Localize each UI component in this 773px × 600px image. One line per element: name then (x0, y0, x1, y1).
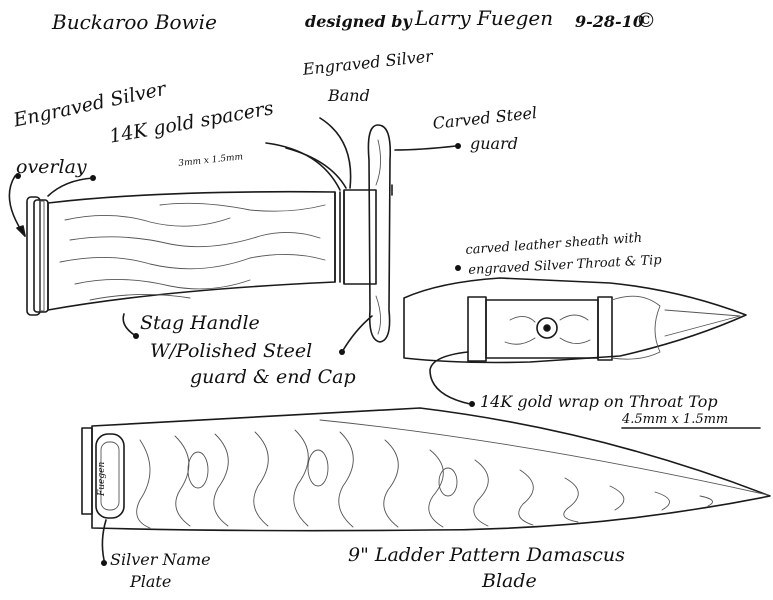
knife-handle-drawing (26, 124, 393, 343)
carved-panel (485, 299, 599, 359)
label-gold-wrap: 14K gold wrap on Throat Top (480, 392, 718, 411)
label-name-plate: Silver Name (110, 550, 211, 569)
label-blade-pattern: 9" Ladder Pattern Damascus (348, 544, 625, 566)
designed-by-label: designed by (305, 12, 412, 31)
designer-signature: Larry Fuegen (415, 6, 554, 30)
label-overlay: overlay (16, 156, 87, 178)
damascus-blade (91, 407, 771, 532)
label-guard: guard (470, 134, 518, 153)
label-blade: Blade (482, 570, 537, 592)
silver-band (343, 189, 377, 285)
label-guard-end-cap: guard & end Cap (190, 366, 356, 388)
stag-handle (47, 190, 336, 311)
label-stag-handle: Stag Handle (140, 312, 260, 334)
sheath-throat (467, 296, 487, 362)
silver-name-plate (95, 433, 125, 519)
name-plate-signature: Fuegen (97, 461, 107, 496)
label-gold-wrap-size: 4.5mm x 1.5mm (622, 412, 729, 427)
carved-steel-guard (367, 124, 392, 343)
silver-overlay (33, 199, 49, 313)
drawing-title: Buckaroo Bowie (52, 10, 217, 34)
leather-sheath (403, 277, 747, 364)
copyright-symbol: © (636, 8, 656, 32)
label-plate: Plate (130, 572, 172, 591)
design-date: 9-28-10 (575, 12, 644, 31)
blade-drawing (81, 407, 771, 532)
sheath-drawing (403, 277, 747, 364)
label-polished-steel: W/Polished Steel (150, 340, 313, 362)
label-band: Band (328, 86, 370, 105)
leader-lines (8, 117, 761, 566)
